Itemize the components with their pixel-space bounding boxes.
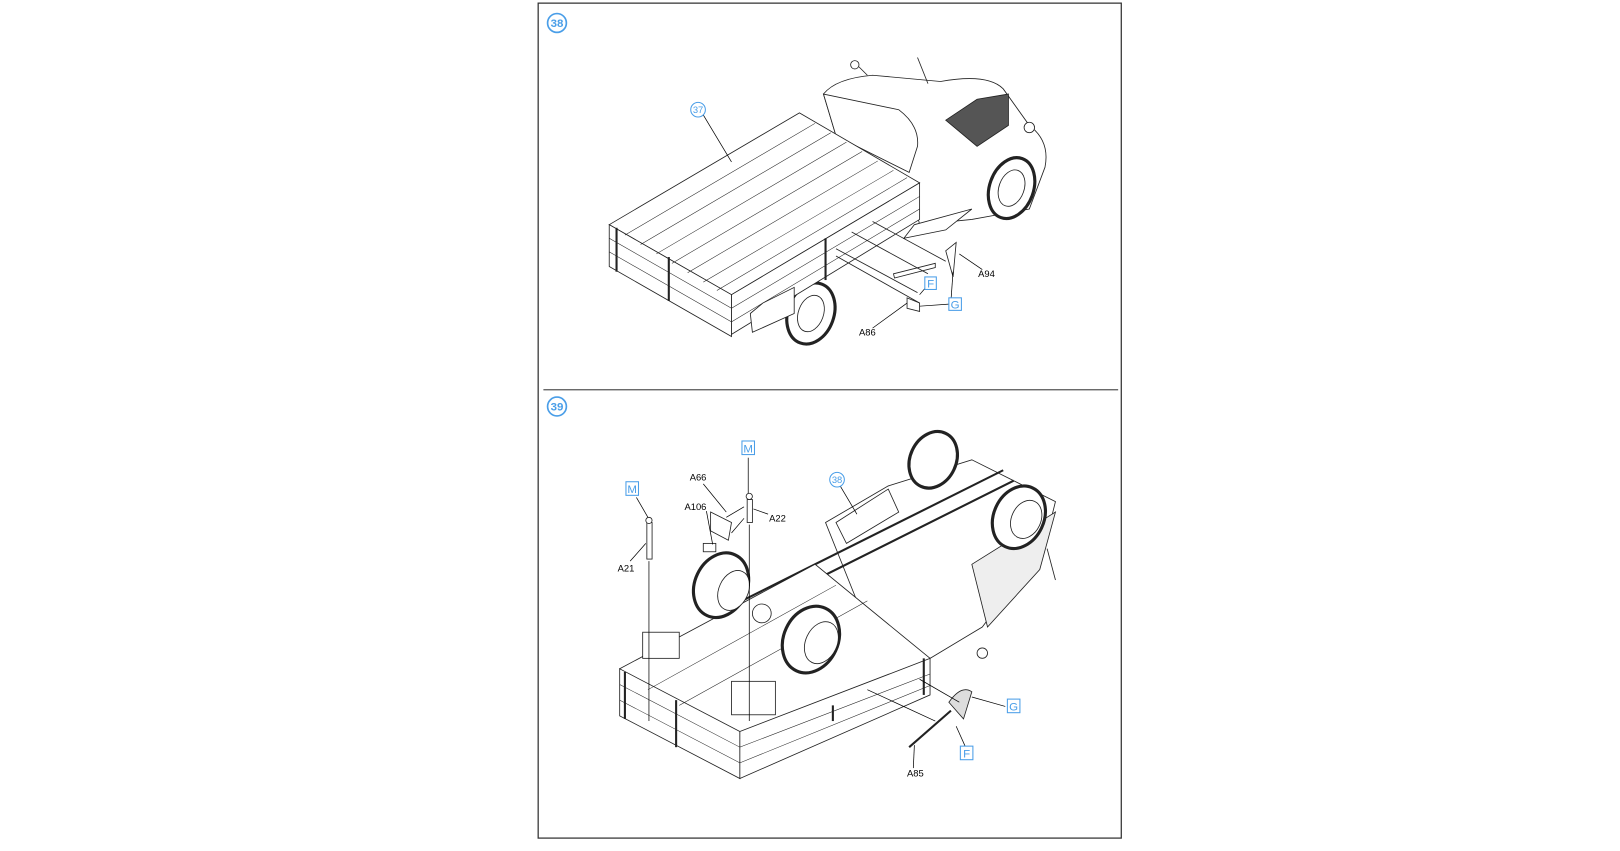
subassembly-ref: 37 — [693, 104, 703, 115]
truck-illustration — [608, 57, 1047, 346]
part-label-a21: A21 — [618, 563, 635, 574]
marker-box-g — [1006, 698, 1021, 714]
marker-f: F — [963, 749, 970, 761]
tool-parts — [835, 221, 957, 312]
step-number: 39 — [551, 402, 564, 414]
part-label-a66: A66 — [690, 472, 707, 483]
marker-box-g — [948, 297, 962, 311]
truck-underside-illustration — [618, 429, 1057, 780]
subassembly-ref: 38 — [832, 474, 842, 485]
marker-g: G — [1009, 702, 1018, 714]
part-label-a22: A22 — [769, 512, 786, 523]
marker-box-m — [741, 440, 756, 456]
step-number: 38 — [551, 18, 564, 30]
page-frame — [537, 2, 1122, 839]
subassembly-ref-badge — [690, 101, 706, 118]
part-label-a106: A106 — [684, 501, 706, 512]
marker-box-f — [959, 745, 974, 761]
step-number-badge — [546, 12, 568, 34]
part-label-a86: A86 — [859, 326, 876, 337]
step-39: 39 — [546, 396, 1057, 780]
marker-box-f — [924, 276, 937, 290]
marker-m: M — [743, 443, 753, 455]
marker-g: G — [951, 299, 960, 311]
parts — [645, 492, 973, 748]
marker-box-m — [625, 481, 640, 496]
part-label-a94: A94 — [978, 268, 995, 279]
marker-f: F — [927, 278, 934, 290]
step-number-badge — [546, 396, 568, 417]
subassembly-ref-badge — [829, 471, 845, 488]
step-38: 38 — [546, 12, 1047, 346]
part-label-a85: A85 — [907, 767, 924, 778]
marker-m: M — [627, 484, 637, 496]
